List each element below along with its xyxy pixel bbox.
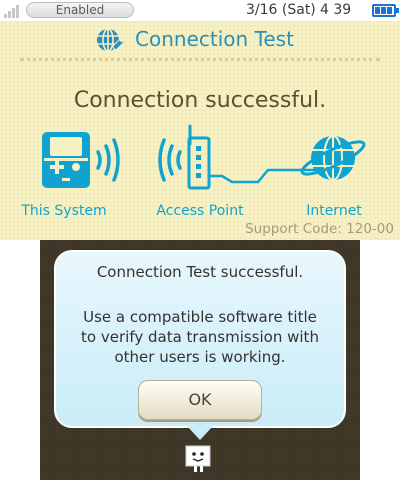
wireless-signal-icon	[96, 138, 120, 182]
signal-bars-icon	[4, 3, 22, 18]
wireless-signal-icon	[158, 138, 182, 182]
bottom-screen-frame: Connection Test successful. Use a compat…	[0, 240, 400, 480]
bottom-screen: Connection Test successful. Use a compat…	[40, 240, 360, 480]
router-icon	[187, 124, 211, 190]
node-label-internet: Internet	[306, 203, 362, 219]
page-title: Connection Test	[135, 27, 294, 51]
node-label-this-system: This System	[21, 203, 107, 219]
ok-button[interactable]: OK	[138, 380, 262, 420]
node-label-access-point: Access Point	[156, 203, 244, 219]
status-time: 4 39	[320, 2, 352, 18]
dialog-title: Connection Test successful.	[96, 263, 304, 281]
handheld-console-icon	[42, 132, 90, 188]
globe-wrench-icon	[97, 28, 126, 52]
dialog-bubble: Connection Test successful. Use a compat…	[54, 250, 346, 428]
status-date: 3/16 (Sat)	[246, 2, 316, 18]
battery-icon	[372, 4, 399, 17]
dialog-body-line: Use a compatible software title	[83, 308, 317, 326]
dialog-body: Use a compatible software title to verif…	[56, 307, 344, 367]
result-message: Connection successful.	[73, 88, 327, 113]
header-divider	[20, 58, 380, 61]
connection-diagram	[42, 124, 366, 190]
dialog-bubble-tail	[187, 426, 213, 440]
dialog-body-line: to verify data transmission with	[81, 328, 319, 346]
dialog-body-line: other users is working.	[114, 348, 286, 366]
globe-icon	[300, 135, 366, 181]
support-code: Support Code: 120-00	[245, 221, 394, 237]
top-screen: Enabled 3/16 (Sat) 4 39 Connection Test …	[0, 0, 400, 240]
header: Connection Test	[0, 22, 400, 58]
status-bar: Enabled 3/16 (Sat) 4 39	[0, 0, 400, 21]
wifi-status-badge: Enabled	[26, 2, 134, 18]
mascot-icon	[185, 445, 211, 472]
